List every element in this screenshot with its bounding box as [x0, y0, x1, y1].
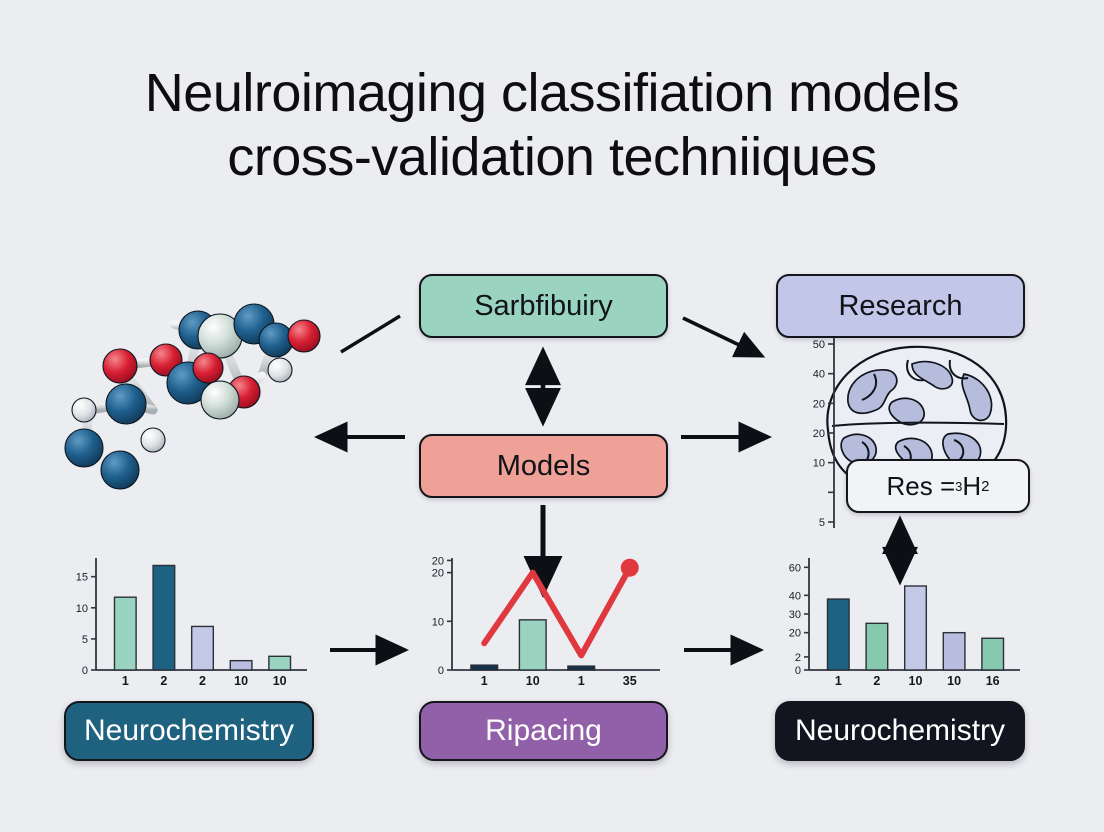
svg-text:60: 60: [789, 562, 801, 574]
chart-left-bar: 0 5 10 15 1 2 2 10 10: [62, 548, 317, 696]
label-neurochemistry-right-text: Neurochemistry: [794, 714, 1006, 747]
label-ripacing[interactable]: Ripacing: [419, 701, 668, 761]
svg-text:0: 0: [82, 665, 88, 677]
svg-text:10: 10: [76, 603, 88, 615]
brain-axis: 50 40 20 20 10 5: [813, 336, 835, 529]
node-research-label: Research: [838, 289, 963, 322]
svg-text:2: 2: [795, 652, 801, 664]
formula-prefix: Res =: [886, 470, 956, 501]
node-models-label: Models: [496, 449, 591, 482]
chart-left-svg: 0 5 10 15 1 2 2 10 10: [76, 558, 307, 688]
label-ripacing-text: Ripacing: [485, 714, 602, 747]
arrow-sarbfibuiry-to-research: [682, 316, 766, 358]
svg-text:10: 10: [432, 616, 444, 628]
svg-text:2: 2: [160, 674, 167, 688]
svg-text:20: 20: [432, 555, 444, 567]
svg-text:1: 1: [481, 674, 488, 688]
svg-text:5: 5: [82, 634, 88, 646]
svg-text:1: 1: [122, 674, 129, 688]
label-neurochemistry-right[interactable]: Neurochemistry: [775, 701, 1025, 761]
node-models[interactable]: Models: [419, 434, 668, 498]
page-title: Neulroimaging classifiation models cross…: [0, 62, 1104, 189]
node-sarbfibuiry[interactable]: Sarbfibuiry: [419, 274, 668, 338]
svg-text:0: 0: [438, 665, 444, 677]
svg-text:20: 20: [813, 398, 825, 410]
svg-text:10: 10: [813, 458, 825, 470]
title-line-1: Neulroimaging classifiation models: [144, 63, 960, 123]
molecule-illustration: [64, 303, 321, 490]
svg-text:2: 2: [873, 674, 880, 688]
formula-element: H: [962, 470, 982, 501]
svg-text:0: 0: [795, 665, 801, 677]
svg-text:20: 20: [432, 568, 444, 580]
node-research[interactable]: Research: [776, 274, 1025, 338]
label-neurochemistry-left[interactable]: Neurochemistry: [64, 701, 314, 761]
node-sarbfibuiry-label: Sarbfibuiry: [474, 289, 613, 322]
svg-text:16: 16: [986, 674, 1000, 688]
title-line-2: cross-validation techniiques: [227, 126, 877, 187]
svg-text:20: 20: [789, 628, 801, 640]
formula-presubscript: 3: [955, 478, 963, 494]
svg-text:20: 20: [813, 428, 825, 440]
svg-text:10: 10: [273, 674, 287, 688]
svg-text:10: 10: [909, 674, 923, 688]
svg-text:50: 50: [813, 339, 825, 351]
svg-text:30: 30: [789, 609, 801, 621]
svg-text:40: 40: [813, 369, 825, 381]
svg-text:1: 1: [578, 674, 585, 688]
svg-text:5: 5: [819, 517, 825, 529]
formula-subscript: 2: [981, 477, 990, 495]
svg-text:40: 40: [789, 590, 801, 602]
svg-text:1: 1: [835, 674, 842, 688]
arrow-molecule-to-sarbfibuiry: [340, 314, 401, 354]
svg-text:10: 10: [526, 674, 540, 688]
svg-text:35: 35: [623, 674, 637, 688]
svg-text:2: 2: [199, 674, 206, 688]
svg-text:15: 15: [76, 572, 88, 584]
svg-text:10: 10: [947, 674, 961, 688]
label-neurochemistry-left-text: Neurochemistry: [83, 714, 295, 747]
svg-text:10: 10: [234, 674, 248, 688]
